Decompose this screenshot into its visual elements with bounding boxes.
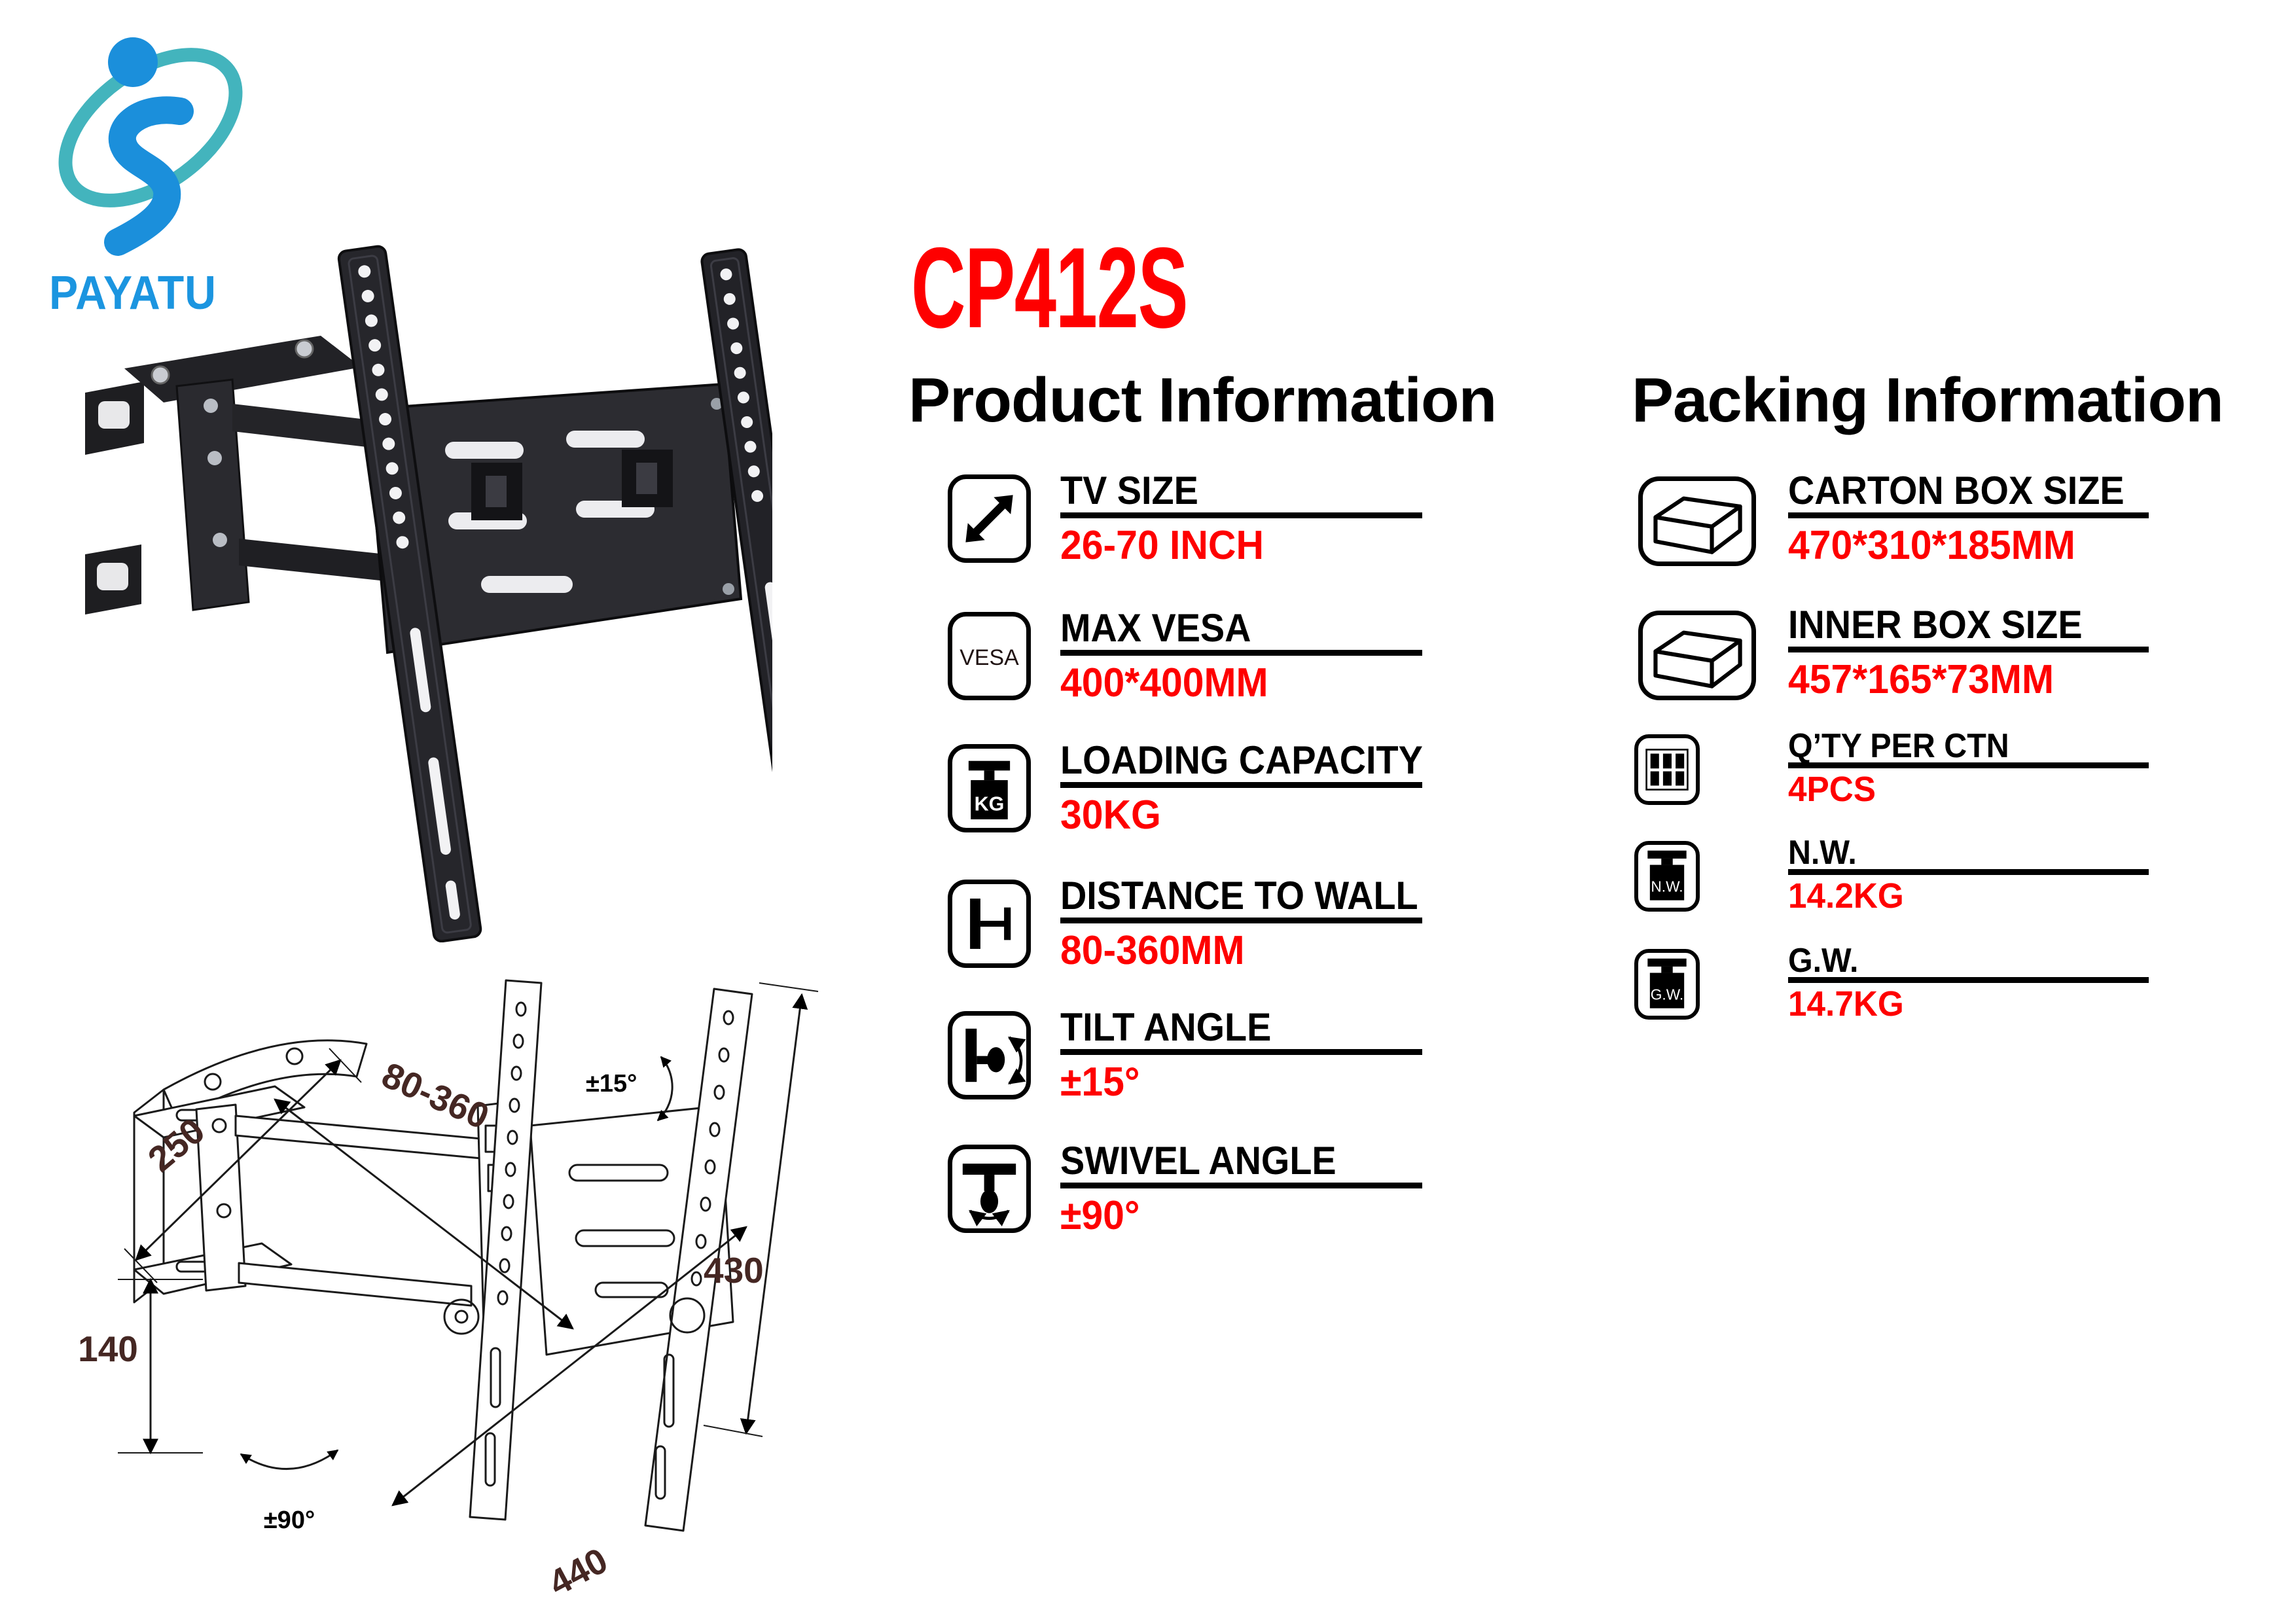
product-photo bbox=[85, 245, 772, 942]
underline bbox=[1788, 647, 2149, 652]
carton-box-icon bbox=[1638, 476, 1756, 566]
underline bbox=[1060, 782, 1422, 788]
spec-label: N.W. bbox=[1788, 834, 1857, 872]
spec-value: ±15° bbox=[1060, 1060, 1140, 1105]
kg-icon: KG bbox=[948, 744, 1031, 832]
spec-value: 470*310*185MM bbox=[1788, 523, 2075, 568]
dim-depth: 80-360 bbox=[376, 1054, 495, 1137]
spec-value: 400*400MM bbox=[1060, 660, 1268, 705]
dim-wall-height: 140 bbox=[79, 1329, 138, 1369]
vesa-icon: VESA bbox=[948, 612, 1031, 700]
spec-value: 30KG bbox=[1060, 793, 1161, 838]
underline bbox=[1788, 512, 2149, 518]
swivel-icon bbox=[948, 1145, 1031, 1233]
underline bbox=[1788, 977, 2149, 983]
spec-label: CARTON BOX SIZE bbox=[1788, 469, 2125, 512]
spec-value: 457*165*73MM bbox=[1788, 657, 2054, 702]
spec-value: 14.7KG bbox=[1788, 984, 1904, 1024]
right-rail bbox=[700, 248, 772, 906]
dim-rail-height: 430 bbox=[704, 1250, 764, 1291]
spec-label: SWIVEL ANGLE bbox=[1060, 1139, 1336, 1183]
spec-label: G.W. bbox=[1788, 942, 1859, 980]
gw-icon-text: G.W. bbox=[1651, 986, 1683, 1003]
nw-icon-text: N.W. bbox=[1651, 878, 1683, 895]
spec-label: MAX VESA bbox=[1060, 606, 1251, 650]
tv-size-icon bbox=[948, 474, 1031, 563]
underline bbox=[1060, 512, 1422, 518]
distance-icon bbox=[948, 880, 1031, 968]
spec-label: TV SIZE bbox=[1060, 469, 1198, 512]
spec-value: 80-360MM bbox=[1060, 928, 1245, 973]
nw-icon: N.W. bbox=[1634, 841, 1700, 912]
spec-value: 26-70 INCH bbox=[1060, 523, 1264, 568]
dim-plate-width: 440 bbox=[542, 1540, 614, 1604]
packing-info-heading: Packing Information bbox=[1632, 365, 2224, 435]
model-number: CP412S bbox=[911, 224, 1189, 352]
spec-label: LOADING CAPACITY bbox=[1060, 738, 1423, 782]
spec-label: DISTANCE TO WALL bbox=[1060, 874, 1418, 918]
spec-label: TILT ANGLE bbox=[1060, 1005, 1272, 1049]
spec-label: INNER BOX SIZE bbox=[1788, 603, 2083, 647]
gw-icon: G.W. bbox=[1634, 949, 1700, 1020]
brand-name: PAYATU bbox=[49, 267, 217, 319]
dim-swivel: ±90° bbox=[264, 1507, 315, 1534]
product-info-heading: Product Information bbox=[908, 365, 1497, 435]
underline bbox=[1060, 650, 1422, 656]
spec-value: ±90° bbox=[1060, 1193, 1140, 1238]
left-rail bbox=[337, 245, 482, 942]
dim-tilt: ±15° bbox=[586, 1070, 637, 1097]
underline bbox=[1060, 1183, 1422, 1188]
underline bbox=[1788, 762, 2149, 768]
tilt-icon bbox=[948, 1011, 1031, 1099]
dimension-diagram: 250 80-360 140 430 440 ±15° ±90° bbox=[79, 979, 819, 1604]
qty-icon bbox=[1634, 734, 1700, 805]
spec-value: 14.2KG bbox=[1788, 876, 1904, 916]
brand-logo-icon bbox=[58, 37, 243, 256]
vesa-icon-text: VESA bbox=[960, 645, 1019, 670]
spec-value: 4PCS bbox=[1788, 770, 1876, 809]
kg-icon-text: KG bbox=[975, 793, 1005, 815]
underline bbox=[1060, 918, 1422, 923]
underline bbox=[1060, 1049, 1422, 1055]
underline bbox=[1788, 869, 2149, 875]
inner-box-icon bbox=[1638, 611, 1756, 700]
spec-label: Q’TY PER CTN bbox=[1788, 727, 2009, 765]
